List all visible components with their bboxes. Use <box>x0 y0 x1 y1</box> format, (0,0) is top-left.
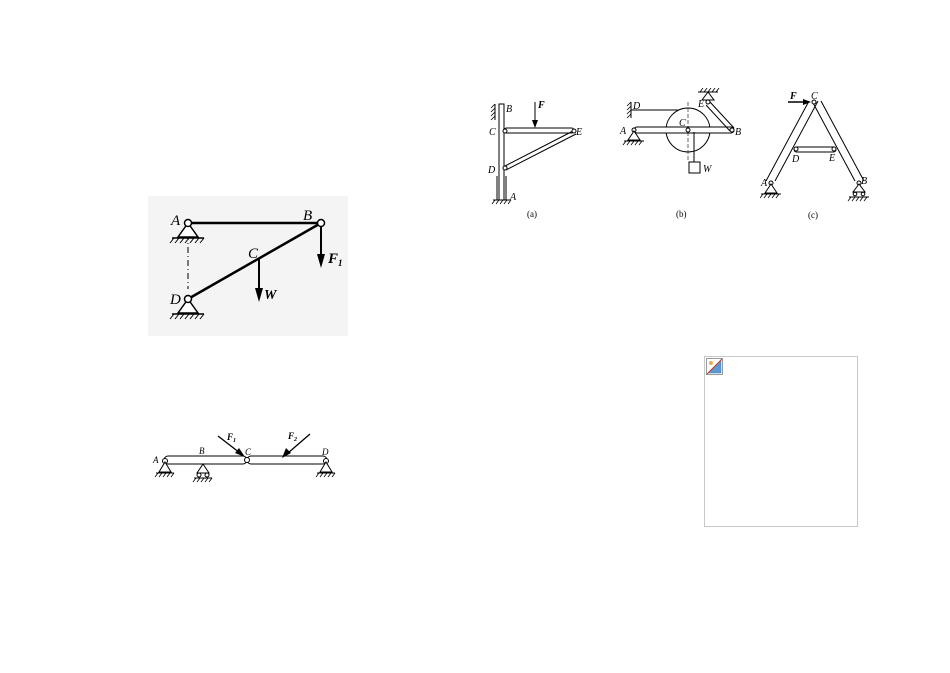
label-e: E <box>828 153 835 164</box>
joint-e <box>831 146 837 152</box>
figure-truss-abcd: A B C D W F1 <box>148 196 348 336</box>
caption-c: (c) <box>808 210 818 220</box>
figure-compound-beam: A B C D F1 F2 <box>152 431 336 483</box>
bar-cb-2 <box>820 100 865 182</box>
caption-a: (a) <box>527 209 537 219</box>
label-c: C <box>489 127 496 138</box>
label-w: W <box>703 164 713 175</box>
support-e <box>698 88 720 105</box>
joint-c <box>685 127 691 133</box>
pin-support-d <box>169 294 205 320</box>
hinge-c <box>244 457 250 463</box>
label-f: F1 <box>327 251 343 268</box>
label-f1: F1 <box>226 432 236 444</box>
post-ba <box>498 103 505 201</box>
beam-ac <box>163 455 248 465</box>
ground-hatch-a <box>491 199 512 205</box>
joint-b <box>729 127 735 133</box>
label-b: B <box>735 127 741 138</box>
bar-cb-1 <box>811 100 856 182</box>
force-arrow-f1 <box>317 227 325 268</box>
wall-hatch-top <box>490 103 496 121</box>
figure-b: D C E B A W (b) <box>619 88 741 219</box>
label-d: D <box>321 447 329 457</box>
weight-w <box>688 161 701 174</box>
label-c: C <box>245 447 252 457</box>
broken-image-icon <box>706 358 723 375</box>
bar-db <box>187 221 322 301</box>
support-d <box>315 458 336 478</box>
bar-de <box>793 146 837 153</box>
bar-ca-1 <box>765 100 810 182</box>
bar-eb-2 <box>705 104 731 132</box>
label-f2: F2 <box>287 431 297 443</box>
label-a: A <box>152 455 159 465</box>
figure-a: B C D E F A (a) <box>487 100 582 219</box>
label-w: W <box>264 288 278 303</box>
label-b: B <box>506 104 512 115</box>
roller-support-b <box>847 180 869 202</box>
support-a <box>622 127 644 146</box>
label-d: D <box>487 165 496 176</box>
label-b: B <box>199 446 205 456</box>
broken-image-placeholder <box>704 356 858 527</box>
support-a <box>760 180 781 199</box>
support-a <box>154 458 175 478</box>
label-a: A <box>760 178 768 189</box>
label-c: C <box>248 246 259 262</box>
bar-de-2 <box>505 133 577 171</box>
joint-c <box>811 99 817 105</box>
label-c: C <box>811 91 818 102</box>
joint-d <box>502 165 508 171</box>
force-arrow-f2 <box>282 433 311 458</box>
roller-support-b <box>192 463 213 483</box>
label-c: C <box>679 118 686 129</box>
label-a: A <box>170 213 181 229</box>
joint-b <box>316 218 326 228</box>
label-d: D <box>632 101 641 112</box>
label-e: E <box>575 127 582 138</box>
label-f: F <box>789 91 797 102</box>
joint-d <box>793 146 799 152</box>
pin-support-a <box>169 218 205 244</box>
force-arrow-w <box>255 259 263 302</box>
force-arrow-f <box>788 99 811 105</box>
label-f: F <box>537 100 545 111</box>
beam-cd <box>246 455 328 465</box>
bar-ce <box>503 127 575 134</box>
force-arrow-f <box>532 102 538 128</box>
figure-c: F C D E A B (c) <box>760 91 869 220</box>
joint-c <box>502 128 508 134</box>
bar-eb-1 <box>709 101 735 129</box>
caption-b: (b) <box>676 209 687 219</box>
bar-de-1 <box>504 129 576 167</box>
label-b: B <box>303 208 312 224</box>
label-d: D <box>791 154 800 165</box>
label-b: B <box>861 176 867 187</box>
force-arrow-f1 <box>217 435 245 457</box>
label-a: A <box>509 192 517 203</box>
label-e: E <box>697 99 704 110</box>
label-a: A <box>619 126 627 137</box>
label-d: D <box>169 292 181 308</box>
joint-e <box>571 128 577 134</box>
bar-ca-2 <box>774 100 819 182</box>
wall-hatch-d <box>626 101 632 119</box>
